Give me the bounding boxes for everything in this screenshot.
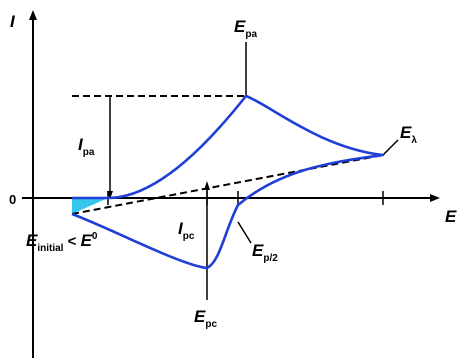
- elambda-sub: λ: [411, 135, 417, 146]
- einitial-label: Einitial < E0: [26, 231, 98, 254]
- ep2-main: E: [252, 241, 264, 260]
- einitial-relation: <: [63, 233, 80, 250]
- ep2-label: Ep/2: [252, 241, 278, 264]
- epa-main: E: [234, 17, 246, 36]
- x-axis-arrowhead: [430, 194, 440, 202]
- epa-label: Epa: [234, 17, 257, 40]
- y-axis-arrowhead: [29, 10, 37, 20]
- extrapolated-baseline: [71, 154, 384, 215]
- epc-sub: pc: [205, 319, 217, 330]
- ipa-sub: pa: [83, 147, 95, 158]
- y-axis-label: I: [10, 12, 16, 31]
- einitial-sub: initial: [37, 243, 63, 254]
- elambda-leader-line: [382, 139, 399, 156]
- initial-region-fill: [72, 198, 108, 214]
- e0-main: E: [81, 231, 93, 250]
- e0-sup: 0: [92, 231, 98, 242]
- elambda-main: E: [400, 123, 412, 142]
- ep2-sub: p/2: [263, 253, 278, 264]
- ipa-label: Ipa: [78, 135, 95, 158]
- epc-label: Epc: [194, 307, 217, 330]
- x-axis-label: E: [445, 207, 457, 226]
- ipa-arrowhead: [107, 191, 113, 199]
- ipa-main: I: [78, 135, 84, 154]
- elambda-label: Eλ: [400, 123, 417, 146]
- epa-sub: pa: [245, 29, 257, 40]
- voltammogram-curve: [71, 94, 385, 270]
- ipc-main: I: [178, 219, 184, 238]
- ep2-leader-line: [237, 221, 252, 244]
- ipc-arrowhead: [204, 181, 210, 190]
- einitial-main: E: [26, 231, 38, 250]
- ipc-label: Ipc: [178, 219, 195, 242]
- epc-main: E: [194, 307, 206, 326]
- origin-label: 0: [9, 192, 16, 207]
- ipc-sub: pc: [183, 231, 195, 242]
